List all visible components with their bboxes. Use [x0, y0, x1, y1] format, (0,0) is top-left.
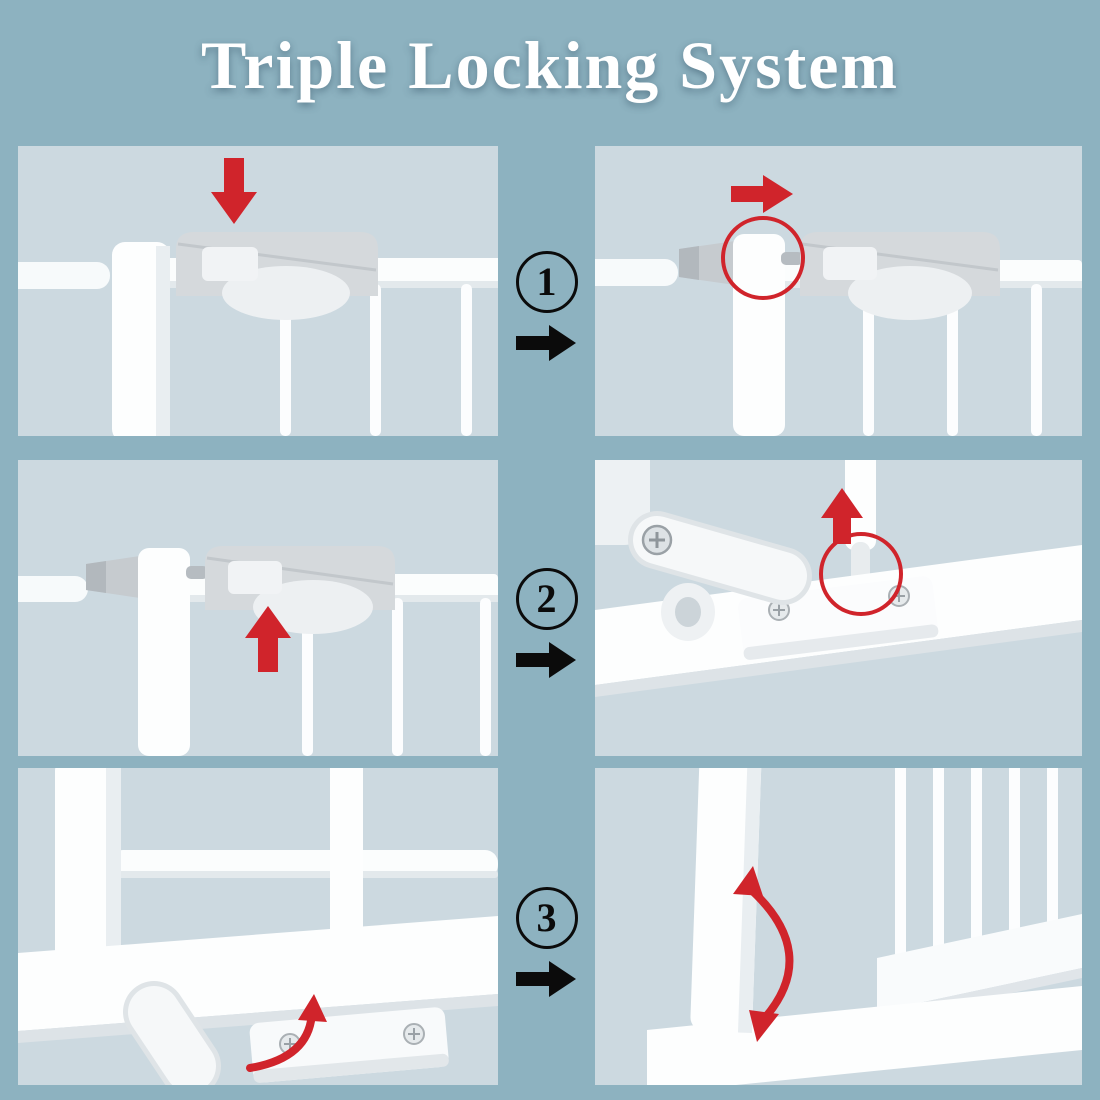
- red-press-down-arrow-icon: [211, 158, 257, 224]
- panel-step1-slide: [595, 146, 1082, 436]
- gate-bar: [895, 768, 906, 958]
- gate-bar: [1031, 284, 1042, 436]
- lock-handle: [800, 232, 1000, 320]
- panel-step1-press-down: [18, 146, 498, 436]
- photo-step3-open-gate: [595, 768, 1082, 1085]
- gate-post: [733, 234, 785, 436]
- screw-icon: [403, 1023, 425, 1045]
- gate-bar: [947, 284, 958, 436]
- latch-pin: [186, 566, 208, 579]
- step-number-badge: 3: [515, 886, 578, 949]
- photo-step2-lift: [18, 460, 498, 756]
- photo-step2-bottom-pin: [595, 460, 1082, 756]
- door-bottom-rail: [877, 914, 1082, 1012]
- page-title: Triple Locking System: [200, 27, 900, 103]
- release-lever: [628, 511, 812, 605]
- wall-bracket: [595, 259, 678, 286]
- step-indicator-3: 3: [498, 768, 595, 1085]
- gate-bar: [1047, 768, 1058, 926]
- step-number: 1: [536, 259, 557, 304]
- step-number: 3: [536, 894, 557, 940]
- bottom-rail: [647, 986, 1082, 1085]
- photo-step1-press-down: [18, 146, 498, 436]
- step-number: 2: [536, 576, 557, 621]
- screw-icon: [641, 524, 673, 556]
- wall-bracket: [18, 576, 88, 602]
- floor-plate: [249, 1007, 449, 1083]
- photo-step3-bottom-latch: [18, 768, 498, 1085]
- panel-step2-bottom-pin: [595, 460, 1082, 756]
- gate-bar: [971, 768, 982, 942]
- release-knob: [123, 981, 221, 1085]
- gate-bar: [933, 768, 944, 950]
- red-lift-up-arrow-icon: [245, 606, 291, 672]
- black-right-arrow-icon: [515, 325, 576, 361]
- gate-bar: [370, 284, 381, 436]
- gate-post: [55, 768, 121, 984]
- wall-bracket: [18, 262, 110, 289]
- gate-post: [690, 768, 762, 1034]
- black-right-arrow-icon: [515, 642, 576, 678]
- gate-bar: [863, 284, 874, 436]
- lock-handle: [176, 232, 378, 320]
- step-number-badge: 1: [515, 251, 578, 313]
- gate-bar: [845, 460, 876, 550]
- lock-handle: [205, 546, 395, 634]
- latch-pin: [781, 252, 803, 265]
- step-indicator-1: 1: [498, 146, 595, 436]
- photo-step1-slide: [595, 146, 1082, 436]
- step-number-badge: 2: [515, 568, 578, 630]
- gate-bar: [480, 598, 491, 756]
- red-swing-arrow-icon: [743, 882, 794, 1024]
- panel-step3-bottom-latch: [18, 768, 498, 1085]
- gate-bar: [1009, 768, 1020, 934]
- panel-step2-lift: [18, 460, 498, 756]
- gate-post: [138, 548, 190, 756]
- red-highlight-circle: [721, 216, 805, 300]
- red-slide-right-arrow-icon: [731, 175, 793, 213]
- gate-bar: [461, 284, 472, 436]
- red-highlight-circle: [819, 532, 903, 616]
- gate-bar: [280, 284, 291, 436]
- red-lift-up-arrow-icon: [821, 488, 863, 544]
- gate-bar: [302, 598, 313, 756]
- panel-step3-open-gate: [595, 768, 1082, 1085]
- step-indicator-2: 2: [498, 460, 595, 756]
- gate-bar: [392, 598, 403, 756]
- black-right-arrow-icon: [515, 960, 576, 997]
- gate-post: [112, 242, 170, 436]
